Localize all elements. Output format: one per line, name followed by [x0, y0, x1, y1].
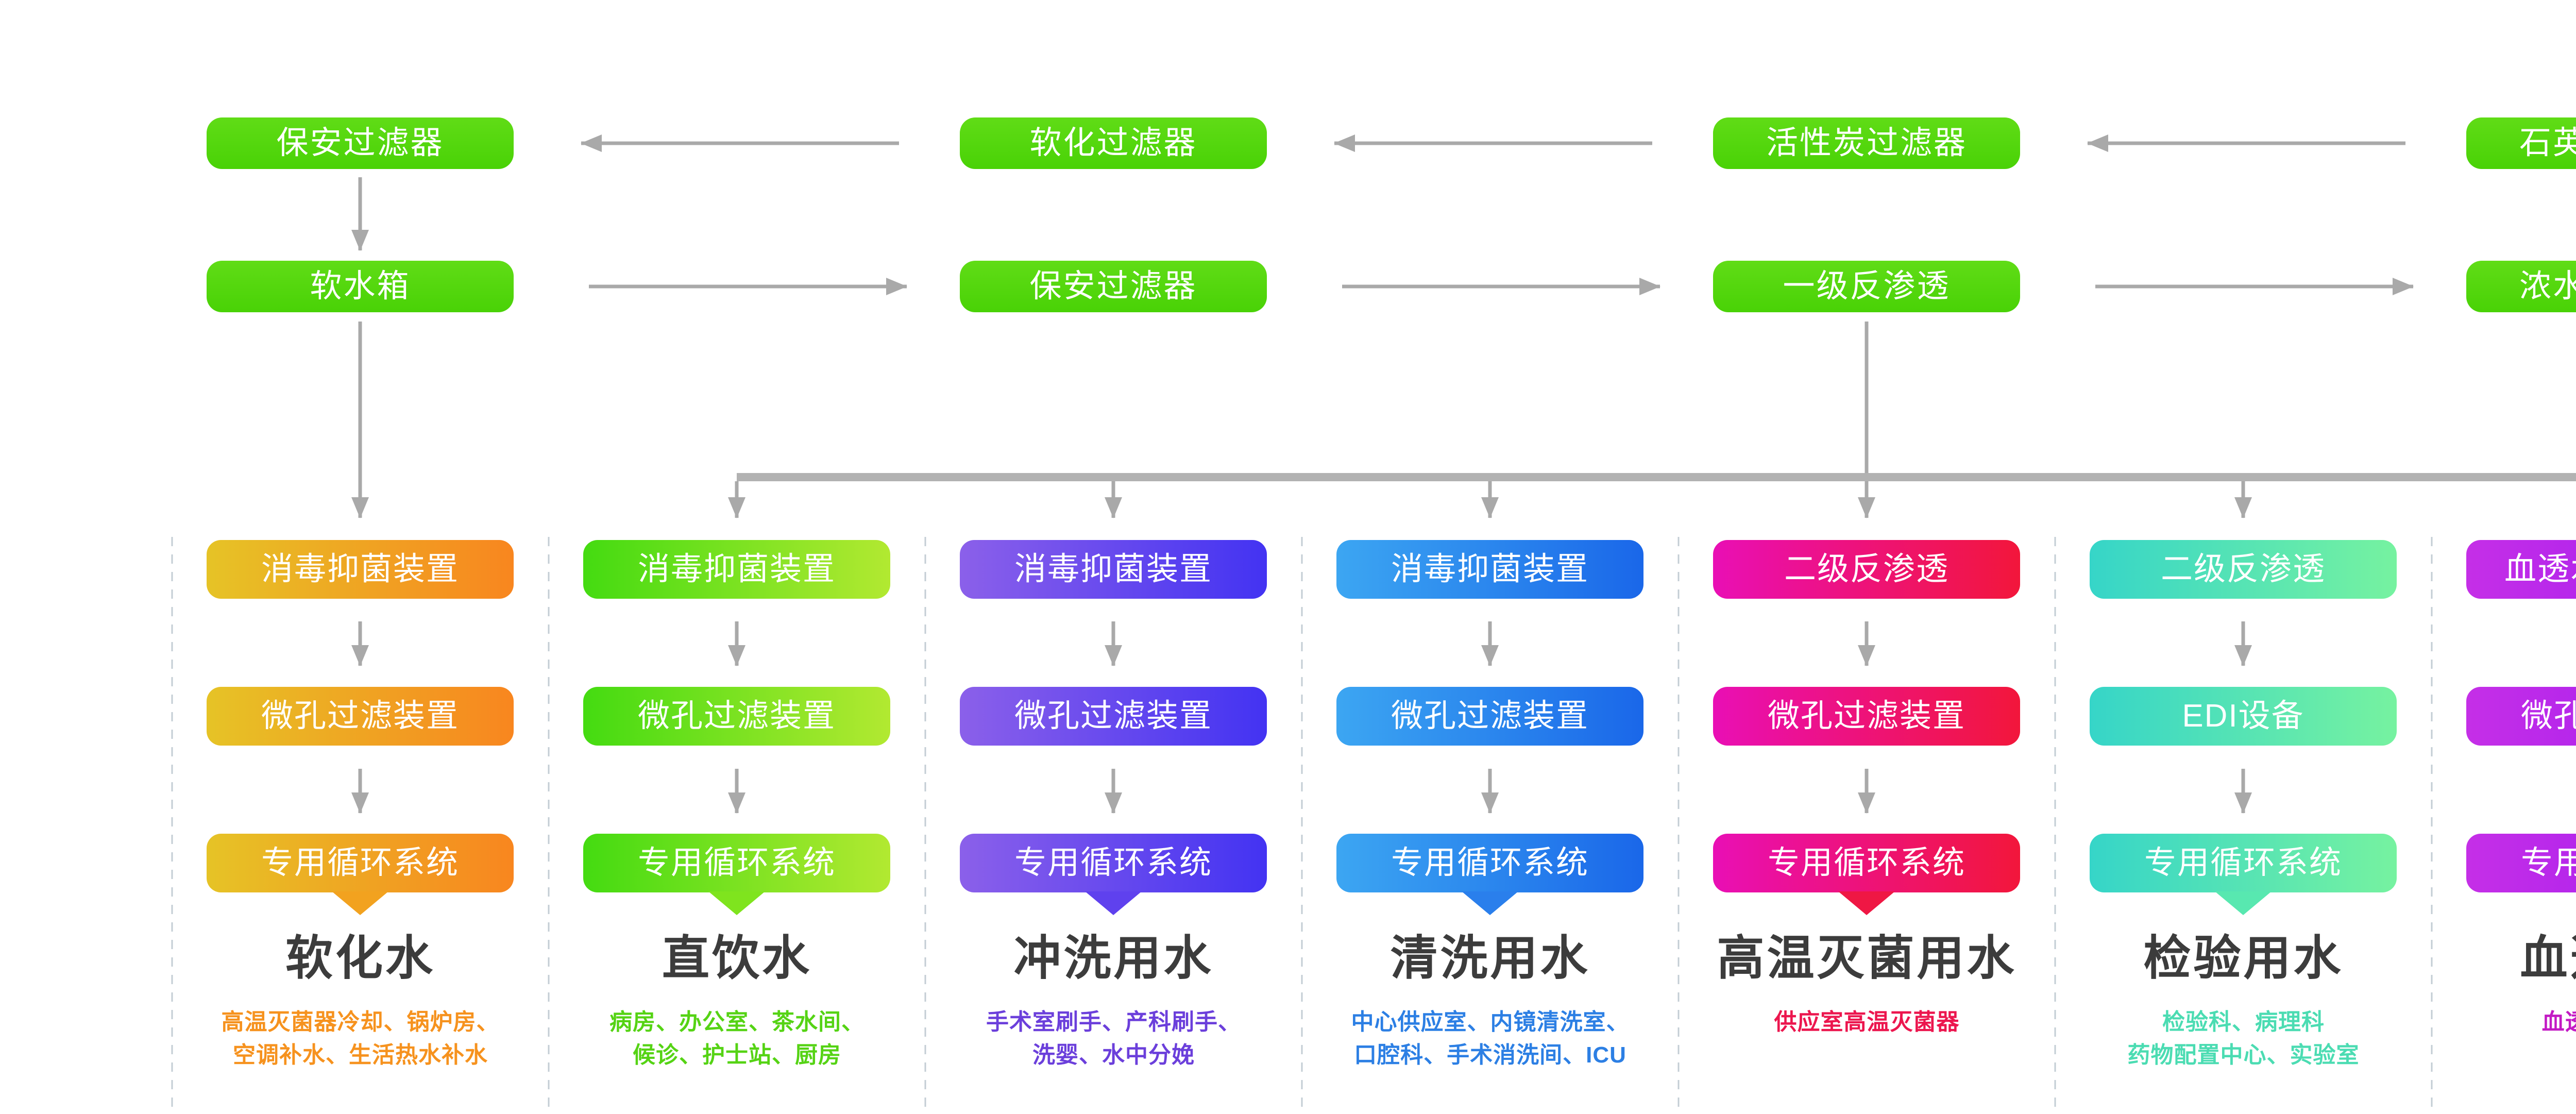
water-type-title: 检验用水	[2143, 932, 2344, 985]
water-type-title: 直饮水	[662, 932, 812, 985]
process-box: 消毒抑菌装置	[207, 540, 514, 599]
usage-description: 供应室高温灭菌器	[1679, 1006, 2055, 1039]
node-first-stage-ro: 一级反渗透	[1713, 261, 2020, 312]
water-type-title: 血透用水	[2520, 932, 2576, 985]
usage-line: 候诊、护士站、厨房	[633, 1042, 841, 1068]
process-box: 微孔过滤装置	[960, 687, 1267, 746]
usage-line: 病房、办公室、茶水间、	[609, 1009, 865, 1035]
water-type-title: 冲洗用水	[1013, 932, 1214, 985]
process-box: 微孔过滤装置	[207, 687, 514, 746]
column-hemodialysis-water: 血透水处理系统 微孔过滤装置 专用循环系统 血透用水 血透中心、ICU	[2432, 540, 2576, 1114]
usage-description: 检验科、病理科 药物配置中心、实验室	[2055, 1006, 2432, 1072]
column-drinking-water: 消毒抑菌装置 微孔过滤装置 专用循环系统 直饮水 病房、办公室、茶水间、 候诊、…	[549, 540, 925, 1114]
process-box: 专用循环系统	[2090, 834, 2397, 915]
usage-line: 血透中心、ICU	[2541, 1009, 2576, 1035]
process-box: 微孔过滤装置	[583, 687, 890, 746]
node-softening-filter: 软化过滤器	[960, 117, 1267, 169]
process-box: 微孔过滤装置	[2466, 687, 2576, 746]
water-type-title: 清洗用水	[1390, 932, 1590, 985]
usage-line: 洗婴、水中分娩	[1032, 1042, 1195, 1068]
process-box: 微孔过滤装置	[1713, 687, 2020, 746]
usage-description: 病房、办公室、茶水间、 候诊、护士站、厨房	[549, 1006, 925, 1072]
process-box: 专用循环系统	[960, 834, 1267, 915]
column-cleaning-water: 消毒抑菌装置 微孔过滤装置 专用循环系统 清洗用水 中心供应室、内镜清洗室、 口…	[1302, 540, 1679, 1114]
node-soft-water-tank: 软水箱	[207, 261, 514, 312]
usage-line: 空调补水、生活热水补水	[233, 1042, 488, 1068]
usage-description: 中心供应室、内镜清洗室、 口腔科、手术消洗间、ICU	[1302, 1006, 1679, 1072]
process-box: 消毒抑菌装置	[583, 540, 890, 599]
water-type-title: 高温灭菌用水	[1717, 932, 2017, 985]
process-box: 二级反渗透	[1713, 540, 2020, 599]
process-box: 消毒抑菌装置	[1336, 540, 1643, 599]
column-rinsing-water: 消毒抑菌装置 微孔过滤装置 专用循环系统 冲洗用水 手术室刷手、产科刷手、 洗婴…	[925, 540, 1302, 1114]
usage-line: 口腔科、手术消洗间、ICU	[1354, 1042, 1626, 1068]
process-box: 专用循环系统	[207, 834, 514, 915]
usage-line: 检验科、病理科	[2162, 1009, 2325, 1035]
usage-description: 血透中心、ICU	[2432, 1006, 2576, 1039]
feed-drop-arrows	[351, 322, 1875, 518]
process-box: 专用循环系统	[1713, 834, 2020, 915]
node-security-filter-1: 保安过滤器	[207, 117, 514, 169]
process-box: 消毒抑菌装置	[960, 540, 1267, 599]
process-box: EDI设备	[2090, 687, 2397, 746]
column-softened-water: 消毒抑菌装置 微孔过滤装置 专用循环系统 软化水 高温灭菌器冷却、锅炉房、 空调…	[172, 540, 549, 1114]
node-security-filter-2: 保安过滤器	[960, 261, 1267, 312]
node-quartz-sand-filter: 石英砂过滤器	[2466, 117, 2576, 169]
usage-line: 药物配置中心、实验室	[2127, 1042, 2360, 1068]
usage-line: 手术室刷手、产科刷手、	[986, 1009, 1241, 1035]
process-box: 专用循环系统	[2466, 834, 2576, 892]
process-box: 专用循环系统	[1336, 834, 1643, 915]
usage-line: 高温灭菌器冷却、锅炉房、	[221, 1009, 500, 1035]
process-box: 二级反渗透	[2090, 540, 2397, 599]
branch-stem-arrows	[728, 481, 2252, 518]
process-box: 血透水处理系统	[2466, 540, 2576, 599]
usage-description: 手术室刷手、产科刷手、 洗婴、水中分娩	[925, 1006, 1302, 1072]
water-type-title: 软化水	[285, 932, 435, 985]
usage-line: 供应室高温灭菌器	[1774, 1009, 1960, 1035]
column-high-temp-sterilization-water: 二级反渗透 微孔过滤装置 专用循环系统 高温灭菌用水 供应室高温灭菌器	[1679, 540, 2055, 1114]
inter-box-arrows	[351, 621, 2252, 814]
row1-row2-arrows	[351, 177, 369, 251]
node-activated-carbon-filter: 活性炭过滤器	[1713, 117, 2020, 169]
process-box: 专用循环系统	[583, 834, 890, 915]
column-separators	[171, 537, 2433, 1108]
process-box: 微孔过滤装置	[1336, 687, 1643, 746]
usage-description: 高温灭菌器冷却、锅炉房、 空调补水、生活热水补水	[172, 1006, 549, 1072]
column-laboratory-water: 二级反渗透 EDI设备 专用循环系统 检验用水 检验科、病理科 药物配置中心、实…	[2055, 540, 2432, 1114]
usage-line: 中心供应室、内镜清洗室、	[1351, 1009, 1630, 1035]
node-concentrate-recovery: 浓水回收装置	[2466, 261, 2576, 312]
